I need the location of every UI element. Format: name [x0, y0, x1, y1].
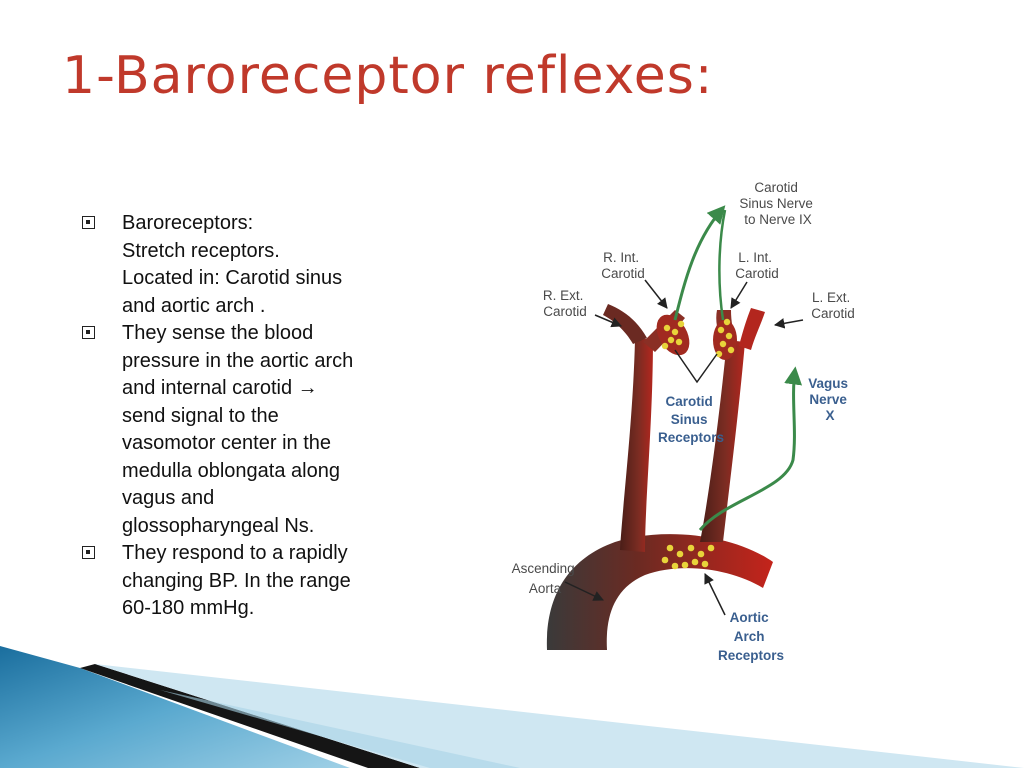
bullet-line: They respond to a rapidly [122, 542, 348, 564]
r-int-carotid-pointer [644, 279, 668, 309]
bullet-item: They respond to a rapidly changing BP. I… [82, 540, 427, 623]
bullet-text: They respond to a rapidly changing BP. I… [122, 540, 427, 623]
bullet-list: Baroreceptors: Stretch receptors. Locate… [82, 210, 427, 623]
bullet-line: medulla oblongata along [122, 459, 340, 482]
baroreceptor-diagram: Carotid Sinus Nerve to Nerve IX R. Int. … [512, 180, 855, 663]
vagus-nerve-line [698, 366, 803, 531]
r-ext-carotid-pointer [594, 314, 622, 328]
left-external-carotid [739, 308, 765, 350]
r-int-carotid-label: R. Int. Carotid [601, 250, 645, 281]
bullet-line: glossopharyngeal Ns. [122, 514, 315, 537]
l-int-carotid-label: L. Int. Carotid [735, 250, 779, 281]
left-common-carotid [700, 340, 745, 542]
bullet-line: Baroreceptors: [122, 212, 254, 234]
bullet-line: 60-180 mmHg. [122, 597, 255, 619]
bullet-line: vasomotor center in the [122, 432, 331, 454]
l-ext-carotid-label: L. Ext. Carotid [811, 290, 855, 321]
footer-black-stripe [80, 664, 420, 768]
bullet-item: They sense the blood pressure in the aor… [82, 320, 427, 540]
footer-blue-band [0, 646, 350, 768]
l-ext-carotid-pointer [773, 318, 804, 329]
right-external-carotid [603, 304, 647, 344]
bullet-line: They sense the blood [122, 322, 314, 344]
bullet-box-icon [82, 326, 95, 339]
bullet-line: pressure in the aortic arch [122, 349, 354, 372]
r-ext-carotid-label: R. Ext. Carotid [543, 288, 587, 319]
ascending-aorta-pointer [564, 581, 604, 601]
l-int-carotid-pointer [730, 281, 748, 309]
bullet-line: vagus and [122, 487, 215, 509]
aortic-arch-receptor-dots [661, 544, 715, 570]
bullet-line: send signal to the [122, 404, 279, 427]
bullet-item: Baroreceptors: Stretch receptors. Locate… [82, 210, 427, 320]
carotid-sinus-receptors-label: Carotid Sinus Receptors [658, 394, 724, 445]
bullet-line: and aortic arch . [122, 294, 266, 317]
bullet-text: They sense the blood pressure in the aor… [122, 320, 427, 540]
carotid-sinus-nerve-label: Carotid Sinus Nerve to Nerve IX [739, 180, 816, 227]
slide-title: 1-Baroreceptor reflexes: [62, 46, 714, 106]
right-common-carotid [620, 338, 653, 552]
bullet-line: changing BP. In the range [122, 569, 351, 592]
carotid-sinus-nerve-branch [718, 209, 727, 321]
carotid-sinus-nerve-line [673, 205, 726, 321]
bullet-box-icon [82, 546, 95, 559]
ascending-aorta-label: Ascending Aorta [512, 561, 579, 596]
aortic-arch-receptors-pointer [704, 573, 726, 616]
footer-pale-band [95, 664, 1024, 768]
bullet-text: Baroreceptors: Stretch receptors. Locate… [122, 210, 427, 320]
carotid-sinus-receptors-pointer [674, 349, 718, 384]
aortic-arch [546, 534, 773, 650]
bullet-line: and internal carotid → [122, 377, 318, 399]
carotid-sinus-receptor-dots [661, 318, 735, 358]
vagus-nerve-label: Vagus Nerve X [808, 376, 852, 423]
bullet-line: Located in: Carotid sinus [122, 267, 343, 289]
bullet-box-icon [82, 216, 95, 229]
footer-light-band [160, 690, 520, 768]
bullet-line: Stretch receptors. [122, 239, 280, 262]
aortic-arch-receptors-label: Aortic Arch Receptors [718, 610, 784, 663]
